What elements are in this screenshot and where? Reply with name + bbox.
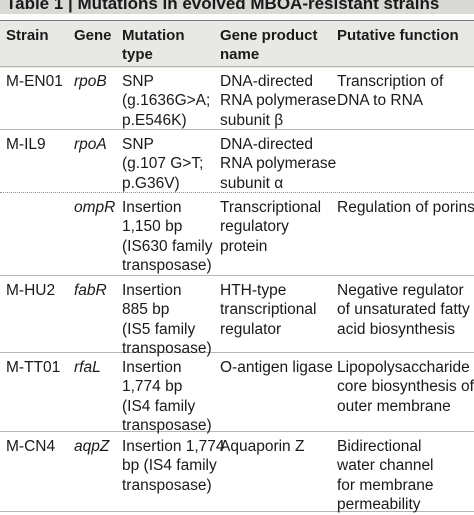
mutation-cell-line: transposase) <box>122 476 212 494</box>
function-cell-line: core biosynthesis of <box>337 378 474 396</box>
strain-cell: M-CN4 <box>6 438 56 455</box>
gene-product-cell-line: Transcriptional <box>220 199 322 216</box>
header-bottom-rule <box>0 66 474 67</box>
function-cell-line: Regulation of porins <box>337 199 474 216</box>
gene-product-cell-line: transcriptional <box>220 301 317 319</box>
mutation-cell-line: (g.107 G>T; <box>122 155 204 173</box>
header-top-rule <box>0 20 474 21</box>
mutation-cell-line: p.G36V) <box>122 174 180 192</box>
gene-cell: rfaL <box>74 359 101 376</box>
mutation-cell-line: (g.1636G>A; <box>122 92 211 110</box>
table-title: Table 1 | Mutations in evolved MBOA-resi… <box>0 0 474 14</box>
gene-product-cell-line: HTH-type <box>220 282 287 299</box>
gene-product-cell-line: DNA-directed <box>220 136 314 153</box>
mutation-cell-line: SNP <box>122 73 154 90</box>
mutation-cell-line: transposase) <box>122 257 212 275</box>
mutation-cell-line: 1,774 bp <box>122 378 183 396</box>
mutation-cell-line: Insertion <box>122 282 182 299</box>
mutation-cell-line: (IS4 family <box>122 397 196 415</box>
mutation-cell-line: Insertion <box>122 359 182 376</box>
function-cell-line: of unsaturated fatty <box>337 301 470 319</box>
header-gene-product-1: Gene product <box>220 27 318 44</box>
mutation-cell-line: (IS630 family <box>122 237 213 255</box>
strain-cell: M-IL9 <box>6 136 46 153</box>
row-divider-dotted <box>0 192 474 193</box>
header-putative-function: Putative function <box>337 27 459 44</box>
gene-product-cell-line: RNA polymerase <box>220 92 337 110</box>
strain-cell: M-HU2 <box>6 282 56 299</box>
function-cell-line: Bidirectional <box>337 438 422 455</box>
row-divider <box>0 275 474 276</box>
gene-product-cell-line: RNA polymerase <box>220 155 337 173</box>
gene-product-cell-line: Aquaporin Z <box>220 438 305 455</box>
header-mutation-type-1: Mutation <box>122 27 185 44</box>
function-cell-line: water channel <box>337 457 434 475</box>
row-divider <box>0 352 474 353</box>
gene-product-cell-line: O-antigen ligase <box>220 359 333 376</box>
function-cell-line: acid biosynthesis <box>337 320 456 338</box>
table-bottom-rule <box>0 511 474 512</box>
function-cell-line: permeability <box>337 496 421 514</box>
gene-product-cell-line: protein <box>220 237 268 255</box>
row-divider <box>0 129 474 130</box>
mutation-cell-line: SNP <box>122 136 154 153</box>
mutation-cell-line: p.E546K) <box>122 111 187 129</box>
function-cell-line: DNA to RNA <box>337 92 424 110</box>
strain-cell: M-EN01 <box>6 73 63 90</box>
mutation-cell-line: transposase) <box>122 340 212 358</box>
strain-cell: M-TT01 <box>6 359 61 376</box>
header-mutation-type-2: type <box>122 46 153 63</box>
gene-product-cell-line: DNA-directed <box>220 73 314 90</box>
mutation-cell-line: Insertion <box>122 199 182 216</box>
table-header: Strain Gene Mutation type Gene product n… <box>0 21 474 68</box>
gene-cell: aqpZ <box>74 438 110 455</box>
gene-cell: ompR <box>74 199 116 216</box>
gene-product-cell-line: subunit β <box>220 111 284 129</box>
mutation-cell-line: transposase) <box>122 417 212 435</box>
mutation-cell-line: 885 bp <box>122 301 170 319</box>
gene-cell: fabR <box>74 282 107 299</box>
header-gene: Gene <box>74 27 112 44</box>
gene-product-cell-line: regulatory <box>220 218 289 236</box>
gene-cell: rpoB <box>74 73 107 90</box>
gene-product-cell-line: subunit α <box>220 174 284 192</box>
function-cell-line: Transcription of <box>337 73 444 90</box>
gene-cell: rpoA <box>74 136 107 153</box>
header-strain: Strain <box>6 27 49 44</box>
mutation-cell-line: bp (IS4 family <box>122 457 217 475</box>
function-cell-line: Negative regulator <box>337 282 464 299</box>
mutation-cell-line: (IS5 family <box>122 320 196 338</box>
function-cell-line: outer membrane <box>337 397 451 415</box>
function-cell-line: for membrane <box>337 476 434 494</box>
gene-product-cell-line: regulator <box>220 320 282 338</box>
header-gene-product-2: name <box>220 46 260 63</box>
function-cell-line: Lipopolysaccharide <box>337 359 470 376</box>
row-divider <box>0 431 474 432</box>
mutation-cell-line: 1,150 bp <box>122 218 183 236</box>
mutation-cell-line: Insertion 1,774 <box>122 438 225 455</box>
